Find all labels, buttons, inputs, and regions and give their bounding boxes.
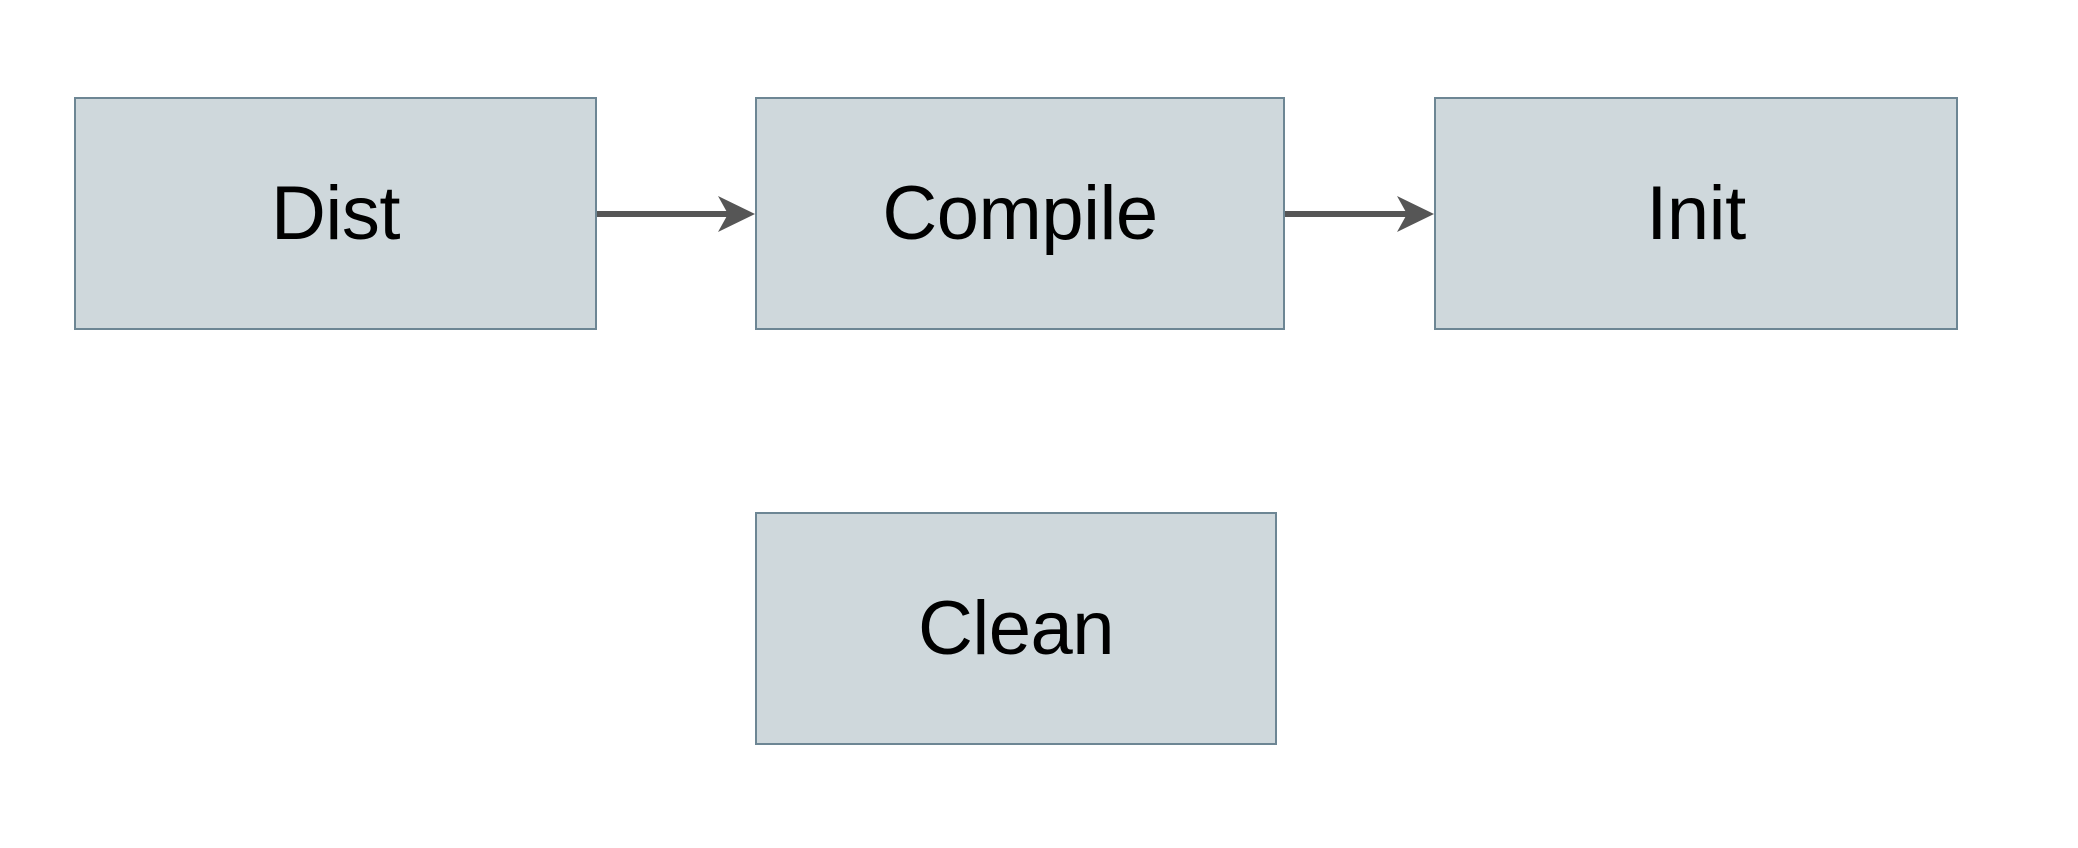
node-init[interactable]: Init: [1434, 97, 1958, 330]
node-init-label: Init: [1646, 170, 1746, 256]
node-clean-label: Clean: [917, 585, 1115, 671]
edge-dist-to-compile[interactable]: [597, 193, 757, 235]
node-dist-label: Dist: [271, 170, 400, 256]
edge-compile-to-init[interactable]: [1285, 193, 1436, 235]
node-compile-label: Compile: [882, 170, 1158, 256]
node-clean[interactable]: Clean: [755, 512, 1277, 745]
node-compile[interactable]: Compile: [755, 97, 1285, 330]
node-dist[interactable]: Dist: [74, 97, 597, 330]
